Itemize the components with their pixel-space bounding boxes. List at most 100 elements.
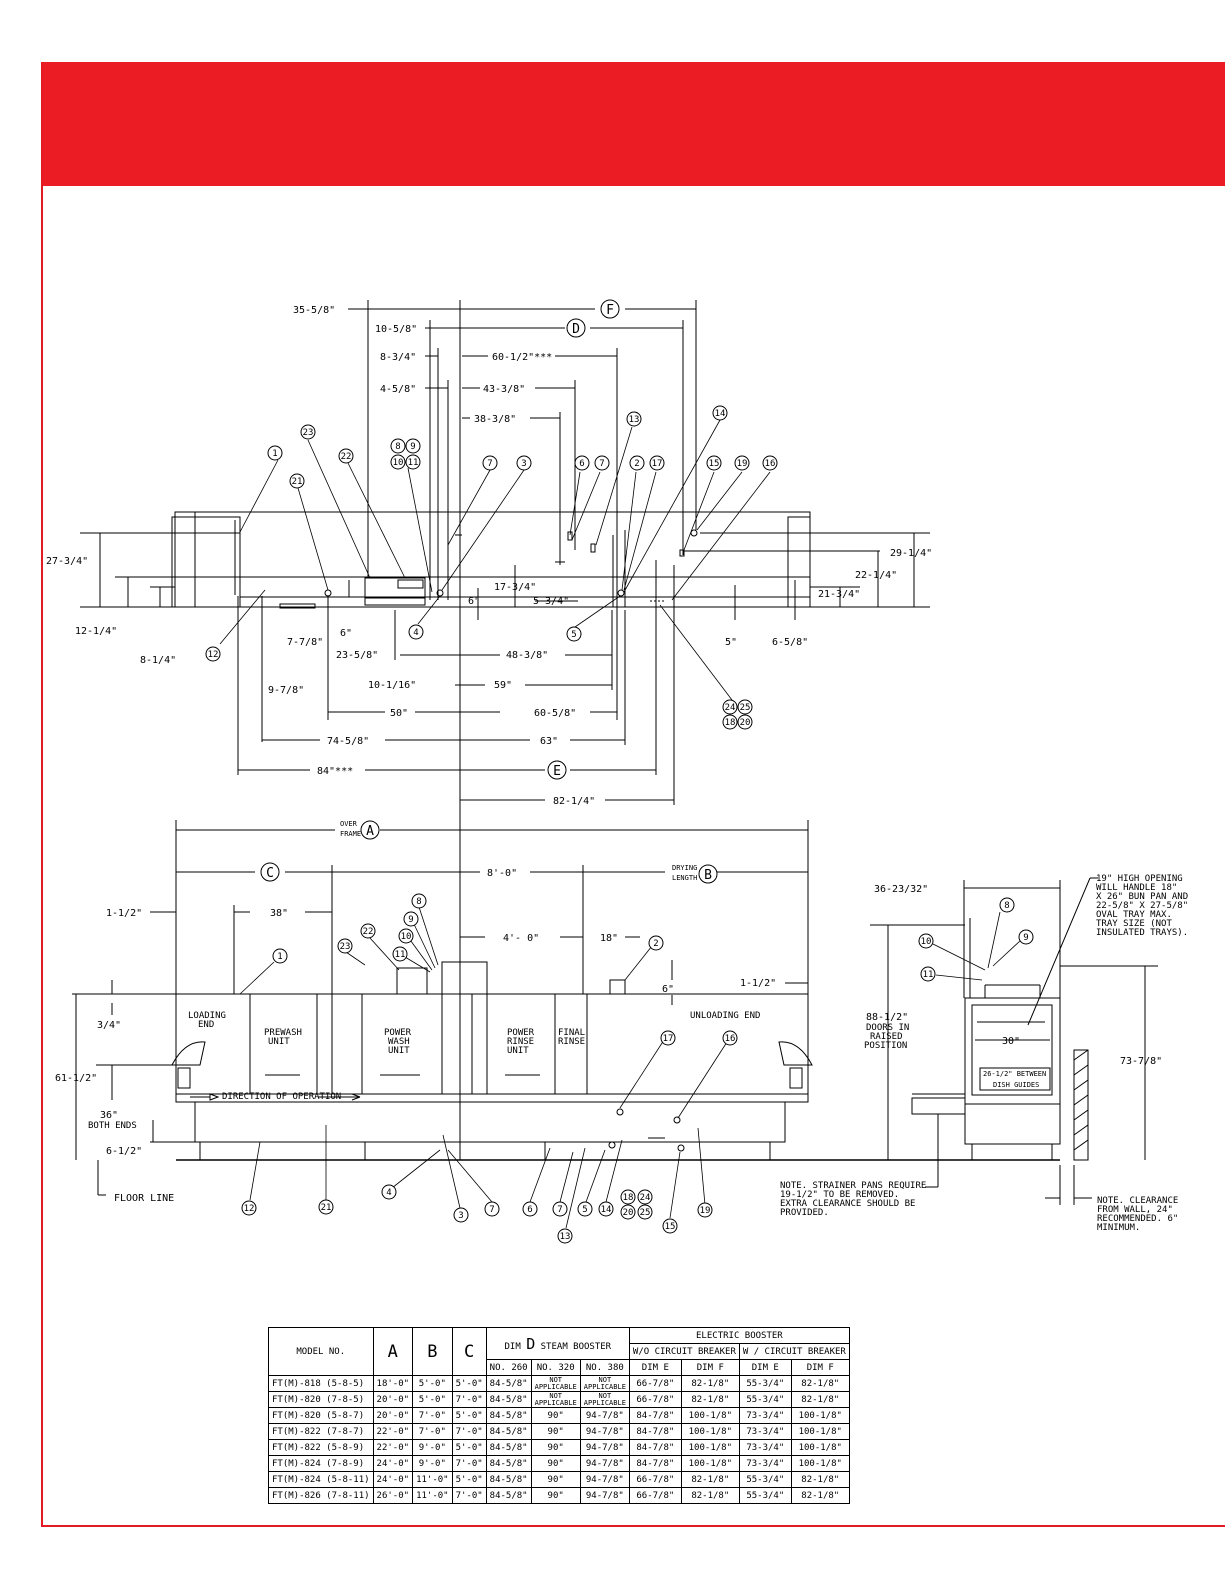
callout: 23	[300, 424, 316, 440]
callout: 11	[392, 946, 408, 962]
callout: 17	[660, 1030, 676, 1046]
callout: 9	[405, 438, 421, 454]
table-cell: 90"	[530, 1407, 581, 1424]
table-cell: 100-1/8"	[680, 1407, 740, 1424]
top-dimension-lines	[99, 308, 915, 801]
callout: 18	[620, 1189, 636, 1205]
dim-6-1-2: 6-1/2"	[106, 1146, 142, 1157]
table-cell: 84-7/8"	[628, 1439, 682, 1456]
callout: 5	[577, 1201, 593, 1217]
svg-text:9: 9	[410, 442, 415, 452]
svg-text:10: 10	[393, 458, 404, 468]
dim-60-5-8: 60-5/8"	[534, 708, 576, 719]
na-line-2: APPLICABLE	[583, 1398, 626, 1407]
table-cell: 20'-0"	[372, 1407, 414, 1424]
power-wash-label-1: POWER	[384, 1028, 412, 1038]
table-cell: 22'-0"	[372, 1439, 414, 1456]
note-clearance-4: MINIMUM.	[1097, 1223, 1140, 1233]
svg-text:11: 11	[923, 970, 934, 980]
dim-5-3-4: 5-3/4"	[533, 596, 569, 607]
dim-61-1-2: 61-1/2"	[55, 1073, 97, 1084]
table-cell: 73-3/4"	[738, 1407, 792, 1424]
callout: 24	[637, 1189, 653, 1205]
table-cell: 66-7/8"	[628, 1391, 682, 1408]
top-view	[171, 511, 811, 609]
dim-21-3-4: 21-3/4"	[818, 589, 860, 600]
over-label: OVER	[340, 820, 358, 828]
table-cell: 66-7/8"	[628, 1471, 682, 1488]
svg-text:11: 11	[395, 950, 406, 960]
loading-label-1: LOADING	[188, 1011, 226, 1021]
table-cell: 94-7/8"	[579, 1407, 630, 1424]
note-clearance-2: FROM WALL, 24"	[1097, 1205, 1173, 1215]
svg-text:15: 15	[665, 1222, 676, 1232]
prewash-label-1: PREWASH	[264, 1028, 302, 1038]
dim-38-3-8: 38-3/8"	[474, 414, 516, 425]
svg-text:6: 6	[579, 459, 584, 469]
letter-circles	[260, 299, 718, 884]
table-row: FT(M)-824 (7-8-9)24'-0"9'-0"7'-0"84-5/8"…	[268, 1455, 850, 1472]
callout: 2	[629, 455, 645, 471]
dim-8-3-4: 8-3/4"	[380, 352, 416, 363]
raised-label: RAISED	[870, 1032, 903, 1042]
table-cell: 84-7/8"	[628, 1423, 682, 1440]
letter-f: F	[606, 303, 614, 318]
table-cell: 90"	[530, 1487, 581, 1504]
callouts-top-view: 1 23 22 21 12 4 8 9 10 11 7 3 6 7 13 2 1…	[205, 405, 778, 730]
table-cell: 73-3/4"	[738, 1423, 792, 1440]
callout: 20	[737, 714, 753, 730]
header-steam-booster: DIM D STEAM BOOSTER	[485, 1327, 630, 1360]
header-model: MODEL NO.	[268, 1327, 374, 1376]
callout: 21	[318, 1199, 334, 1215]
table-row: FT(M)-822 (5-8-9)22'-0"9'-0"5'-0"84-5/8"…	[268, 1439, 850, 1456]
note-guides-1: 26-1/2" BETWEEN	[983, 1070, 1046, 1078]
svg-text:20: 20	[740, 718, 751, 728]
table-cell: 5'-0"	[412, 1375, 453, 1392]
dim-29-1-4: 29-1/4"	[890, 548, 932, 559]
callout: 10	[390, 454, 406, 470]
table-cell: 94-7/8"	[579, 1487, 630, 1504]
dim-35-5-8: 35-5/8"	[293, 305, 335, 316]
svg-text:8: 8	[395, 442, 400, 452]
na-line-2: APPLICABLE	[583, 1382, 626, 1391]
table-cell: 94-7/8"	[579, 1439, 630, 1456]
header-b: B	[412, 1327, 453, 1376]
table-cell: FT(M)-818 (5-8-5)	[268, 1375, 374, 1392]
dim-6-5-8: 6-5/8"	[772, 637, 808, 648]
table-row: FT(M)-822 (7-8-7)22'-0"7'-0"7'-0"84-5/8"…	[268, 1423, 850, 1440]
table-cell: 7'-0"	[412, 1407, 453, 1424]
table-cell: 84-5/8"	[485, 1439, 532, 1456]
table-cell: 55-3/4"	[738, 1391, 792, 1408]
unloading-label: UNLOADING END	[690, 1011, 760, 1021]
table-cell: 55-3/4"	[738, 1375, 792, 1392]
power-wash-label-3: UNIT	[388, 1046, 410, 1056]
callouts-front-view: 1 23 22 11 10 9 8 2 17 16 12 21 4 3 7 6 …	[241, 893, 738, 1244]
dim-50: 50"	[390, 708, 408, 719]
table-row: FT(M)-820 (7-8-5)20'-0"5'-0"7'-0"84-5/8"…	[268, 1391, 850, 1408]
table-cell: 90"	[530, 1439, 581, 1456]
callout: 21	[289, 473, 305, 489]
callout: 9	[1018, 929, 1034, 945]
svg-text:1: 1	[272, 449, 277, 459]
note-strainer-2: 19-1/2" TO BE REMOVED.	[780, 1190, 899, 1200]
svg-text:2: 2	[634, 459, 639, 469]
table-cell: 82-1/8"	[790, 1471, 850, 1488]
frame-label: FRAME	[340, 830, 361, 838]
callout: 10	[918, 933, 934, 949]
final-rinse-label-2: RINSE	[558, 1037, 585, 1047]
page-frame	[41, 62, 1225, 1527]
letter-c: C	[266, 866, 274, 881]
table-cell: 84-5/8"	[485, 1423, 532, 1440]
table-cell: 82-1/8"	[680, 1391, 740, 1408]
notes: 19" HIGH OPENING WILL HANDLE 18" X 26" B…	[780, 874, 1188, 1233]
table-cell: 84-5/8"	[485, 1487, 532, 1504]
table-cell: 84-5/8"	[485, 1391, 532, 1408]
svg-text:4: 4	[413, 628, 418, 638]
svg-text:10: 10	[401, 932, 412, 942]
callout: 16	[762, 455, 778, 471]
svg-text:17: 17	[663, 1034, 674, 1044]
note-strainer-1: NOTE. STRAINER PANS REQUIRE	[780, 1181, 926, 1191]
dim-8-1-4: 8-1/4"	[140, 655, 176, 666]
callout: 2	[648, 935, 664, 951]
